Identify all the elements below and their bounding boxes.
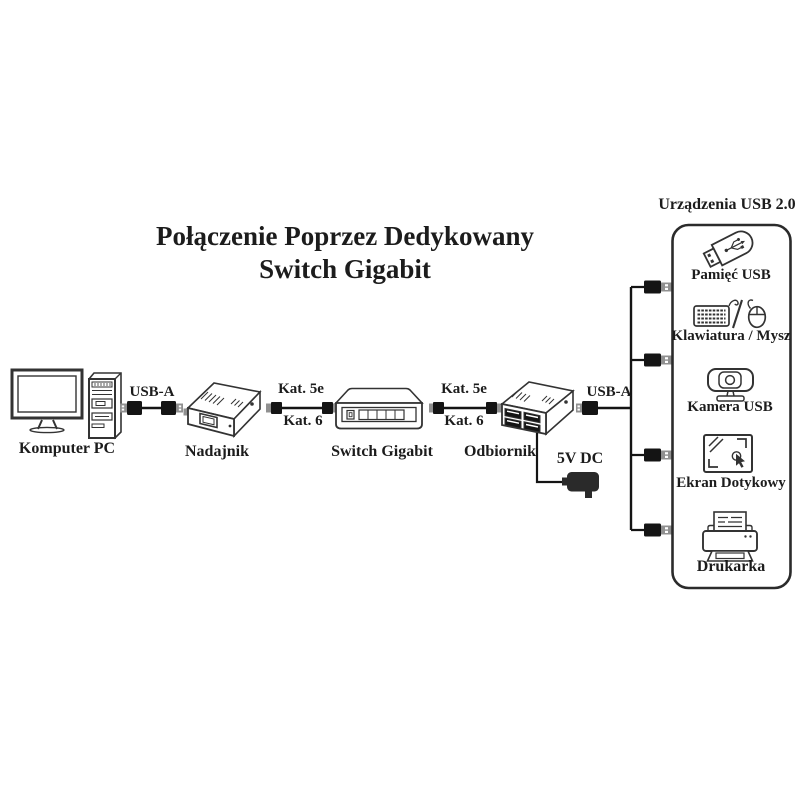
cat5e-left-label: Kat. 5e bbox=[278, 381, 324, 397]
separator-slash bbox=[732, 299, 743, 329]
device-label-keyboard-mouse: Klawiatura / Mysz bbox=[671, 328, 791, 344]
usb-plug-1-icon bbox=[644, 280, 672, 294]
keyboard-icon bbox=[693, 299, 739, 327]
cat-cable-right bbox=[429, 402, 502, 414]
computer-icon bbox=[10, 368, 122, 440]
touchscreen-icon bbox=[703, 434, 753, 473]
switch-icon bbox=[334, 387, 424, 430]
switch-label: Switch Gigabit bbox=[331, 443, 433, 460]
usb-plug-3-icon bbox=[644, 448, 672, 462]
devices-panel-frame bbox=[671, 223, 792, 590]
printer-icon bbox=[702, 511, 758, 562]
cat6-left-label: Kat. 6 bbox=[283, 413, 323, 429]
device-label-usb-memory: Pamięć USB bbox=[691, 267, 771, 283]
usb-plug-2-icon bbox=[644, 353, 672, 367]
usb-plug-4-icon bbox=[644, 523, 672, 537]
power-adapter-icon bbox=[562, 472, 599, 498]
diagram-title-line1: Połączenie Poprzez Dedykowany bbox=[156, 221, 534, 251]
transmitter-label: Nadajnik bbox=[184, 443, 250, 460]
usb-cable-right bbox=[576, 401, 631, 415]
diagram-title-line2: Switch Gigabit bbox=[259, 254, 431, 284]
power-label: 5V DC bbox=[556, 450, 604, 467]
usb-a-left-label: USB-A bbox=[129, 384, 175, 400]
usb-a-right-label: USB-A bbox=[586, 384, 632, 400]
receiver-icon bbox=[500, 381, 575, 436]
usb-cable-left bbox=[120, 401, 183, 415]
usb-hub-trunk bbox=[629, 285, 645, 532]
device-label-printer: Drukarka bbox=[696, 558, 766, 575]
device-label-touchscreen: Ekran Dotykowy bbox=[676, 475, 786, 491]
cat-cable-left bbox=[266, 402, 337, 414]
cat6-right-label: Kat. 6 bbox=[444, 413, 484, 429]
usb-flash-drive-icon bbox=[702, 230, 754, 269]
receiver-label: Odbiornik bbox=[463, 443, 537, 460]
devices-panel-title: Urządzenia USB 2.0 bbox=[658, 196, 796, 213]
power-cable bbox=[535, 433, 564, 484]
webcam-icon bbox=[707, 368, 754, 402]
device-label-usb-camera: Kamera USB bbox=[687, 399, 773, 415]
cat5e-right-label: Kat. 5e bbox=[441, 381, 487, 397]
computer-label: Komputer PC bbox=[18, 440, 116, 457]
mouse-icon bbox=[747, 299, 767, 329]
transmitter-icon bbox=[183, 382, 262, 438]
